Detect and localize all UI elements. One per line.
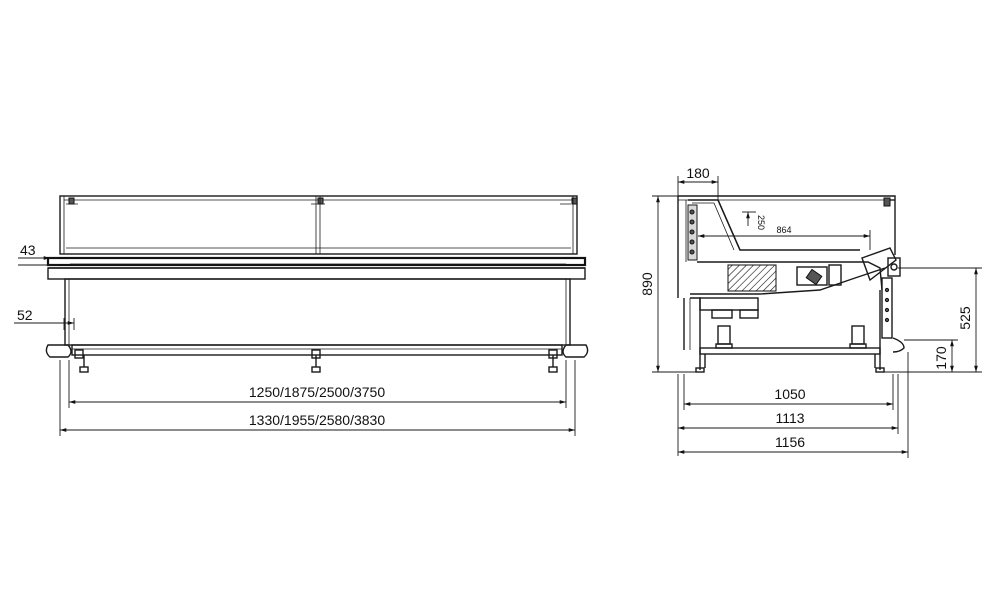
dim-525-label: 525	[957, 306, 973, 330]
dim-outer-length: 1330/1955/2580/3830	[59, 360, 576, 436]
dim-170-label: 170	[933, 346, 949, 370]
front-countertop	[46, 256, 587, 280]
front-body	[64, 278, 571, 356]
side-view: 180 250 864 890 525	[639, 165, 982, 458]
dim-170: 170	[904, 339, 958, 372]
dim-inner-length-label: 1250/1875/2500/3750	[249, 384, 385, 400]
dim-1050: 1050	[683, 374, 894, 410]
dim-180-label: 180	[686, 165, 710, 181]
dim-1113-label: 1113	[775, 410, 804, 426]
dim-864-label: 864	[776, 225, 791, 235]
dim-1113: 1113	[677, 374, 899, 456]
dim-52-label: 52	[17, 307, 33, 323]
dim-52: 52	[14, 307, 75, 330]
dim-1050-label: 1050	[774, 386, 805, 402]
dim-890-label: 890	[639, 272, 655, 296]
dim-43-label: 43	[20, 242, 36, 258]
dim-180: 180	[677, 165, 719, 200]
front-view: 43 52 1250/1875/2500/3750 1330/1955/2580…	[14, 195, 589, 436]
dim-250: 250	[742, 211, 766, 230]
side-hood	[677, 195, 896, 298]
dim-1156-label: 1156	[775, 434, 805, 450]
dim-250-label: 250	[756, 215, 766, 230]
dim-864: 864	[698, 225, 871, 250]
front-glass-frame	[59, 195, 578, 255]
side-tub	[690, 247, 901, 295]
dim-inner-length: 1250/1875/2500/3750	[68, 360, 567, 408]
dim-43: 43	[18, 242, 58, 266]
dim-outer-length-label: 1330/1955/2580/3830	[249, 412, 385, 428]
dim-890: 890	[639, 195, 700, 373]
front-feet	[45, 344, 589, 373]
side-cabinet	[683, 277, 905, 373]
dim-1156: 1156	[678, 352, 909, 458]
dim-525: 525	[884, 267, 982, 373]
